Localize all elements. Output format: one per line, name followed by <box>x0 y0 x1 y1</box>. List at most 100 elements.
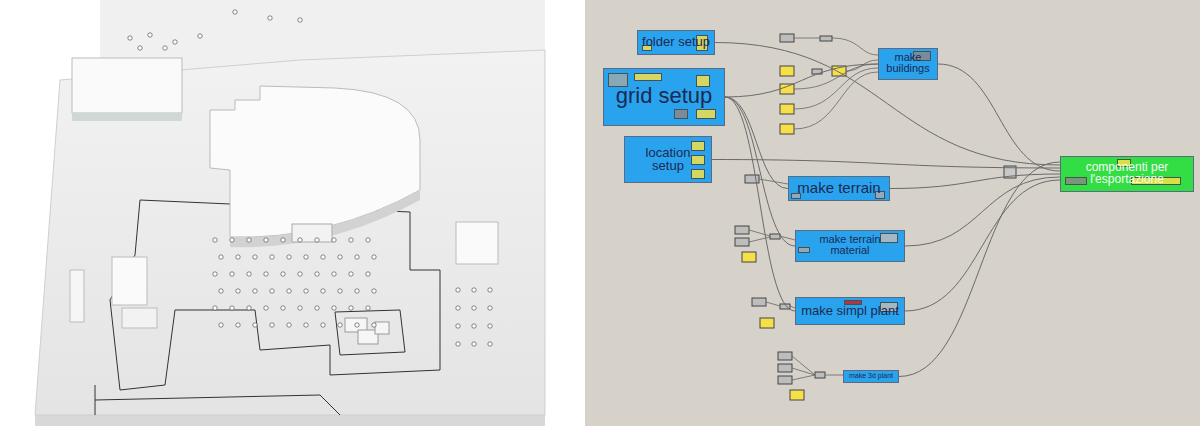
wire <box>725 64 878 97</box>
tree-marker <box>304 255 308 259</box>
component-icon <box>696 109 716 119</box>
tree-marker <box>321 255 325 259</box>
component-icon <box>674 109 688 119</box>
tree-marker <box>270 323 274 327</box>
group-label: location setup <box>625 137 711 175</box>
building <box>122 308 157 328</box>
tree-marker <box>281 272 285 276</box>
tree-marker <box>198 34 202 38</box>
tree-marker <box>488 324 492 328</box>
wire <box>715 43 1060 166</box>
tree-marker <box>472 306 476 310</box>
tree-marker <box>315 272 319 276</box>
tree-marker <box>268 16 272 20</box>
tree-marker <box>315 306 319 310</box>
tree-marker <box>372 323 376 327</box>
tree-marker <box>372 289 376 293</box>
wire <box>725 97 795 246</box>
tree-marker <box>315 238 319 242</box>
tree-marker <box>472 324 476 328</box>
tree-marker <box>298 306 302 310</box>
component-icon <box>691 169 705 179</box>
tree-marker <box>456 306 460 310</box>
tree-marker <box>128 36 132 40</box>
component-group: folder setup <box>637 30 715 55</box>
building <box>456 222 498 264</box>
tree-marker <box>488 288 492 292</box>
canvas-ground <box>585 0 1200 426</box>
group-label: grid setup <box>604 69 724 110</box>
slab-side <box>35 415 545 426</box>
group-label: make 3d plant <box>844 371 898 380</box>
tree-marker <box>304 289 308 293</box>
export-group: componenti per l'esportazione <box>1060 156 1194 192</box>
tree-marker <box>236 289 240 293</box>
tree-marker <box>355 323 359 327</box>
component-group: make buildings <box>878 48 938 80</box>
tree-marker <box>472 342 476 346</box>
tree-marker <box>332 272 336 276</box>
wire <box>905 180 1060 311</box>
tree-marker <box>456 342 460 346</box>
terrain-outline <box>95 395 340 415</box>
tree-marker <box>163 46 167 50</box>
tree-marker <box>148 33 152 37</box>
wire <box>725 97 795 311</box>
tree-marker <box>247 306 251 310</box>
tree-marker <box>264 306 268 310</box>
tree-marker <box>253 323 257 327</box>
component-icon <box>634 73 662 81</box>
tree-marker <box>287 323 291 327</box>
tree-marker <box>332 238 336 242</box>
tree-marker <box>236 323 240 327</box>
tree-marker <box>281 306 285 310</box>
tree-marker <box>287 289 291 293</box>
wire <box>899 162 1060 377</box>
tree-marker <box>349 306 353 310</box>
tree-marker <box>355 255 359 259</box>
component-icon <box>1065 177 1087 185</box>
tree-marker <box>138 46 142 50</box>
building-side <box>72 113 182 121</box>
loose-components <box>735 34 1016 400</box>
component-icon <box>880 233 898 243</box>
terrain-outline <box>335 310 405 355</box>
component-group: grid setup <box>603 68 725 126</box>
tree-marker <box>253 289 257 293</box>
tree-marker <box>287 255 291 259</box>
component-group: make 3d plant <box>843 370 899 383</box>
tree-marker <box>219 289 223 293</box>
component-icon <box>798 247 810 253</box>
tree-marker <box>298 238 302 242</box>
group-label: make terrain material <box>796 231 904 259</box>
tree-marker <box>270 255 274 259</box>
tree-marker <box>213 272 217 276</box>
tree-marker <box>456 288 460 292</box>
tree-marker <box>233 10 237 14</box>
tree-marker <box>270 289 274 293</box>
wire <box>890 174 1060 189</box>
tree-marker <box>253 255 257 259</box>
component-icon <box>691 141 705 151</box>
tree-marker <box>349 238 353 242</box>
group-label: folder setup <box>638 31 714 51</box>
tree-marker <box>173 40 177 44</box>
tree-marker <box>230 238 234 242</box>
tree-marker <box>366 306 370 310</box>
tree-marker <box>230 272 234 276</box>
building <box>112 257 147 305</box>
tree-marker <box>219 255 223 259</box>
tree-marker <box>456 324 460 328</box>
tree-marker <box>338 255 342 259</box>
tree-marker <box>264 238 268 242</box>
tree-marker <box>247 238 251 242</box>
tree-marker <box>472 288 476 292</box>
wire <box>712 160 1060 169</box>
tree-marker <box>366 272 370 276</box>
tree-markers <box>128 10 492 346</box>
wire <box>905 177 1060 246</box>
tree-marker <box>264 272 268 276</box>
tree-marker <box>338 289 342 293</box>
tree-marker <box>488 342 492 346</box>
